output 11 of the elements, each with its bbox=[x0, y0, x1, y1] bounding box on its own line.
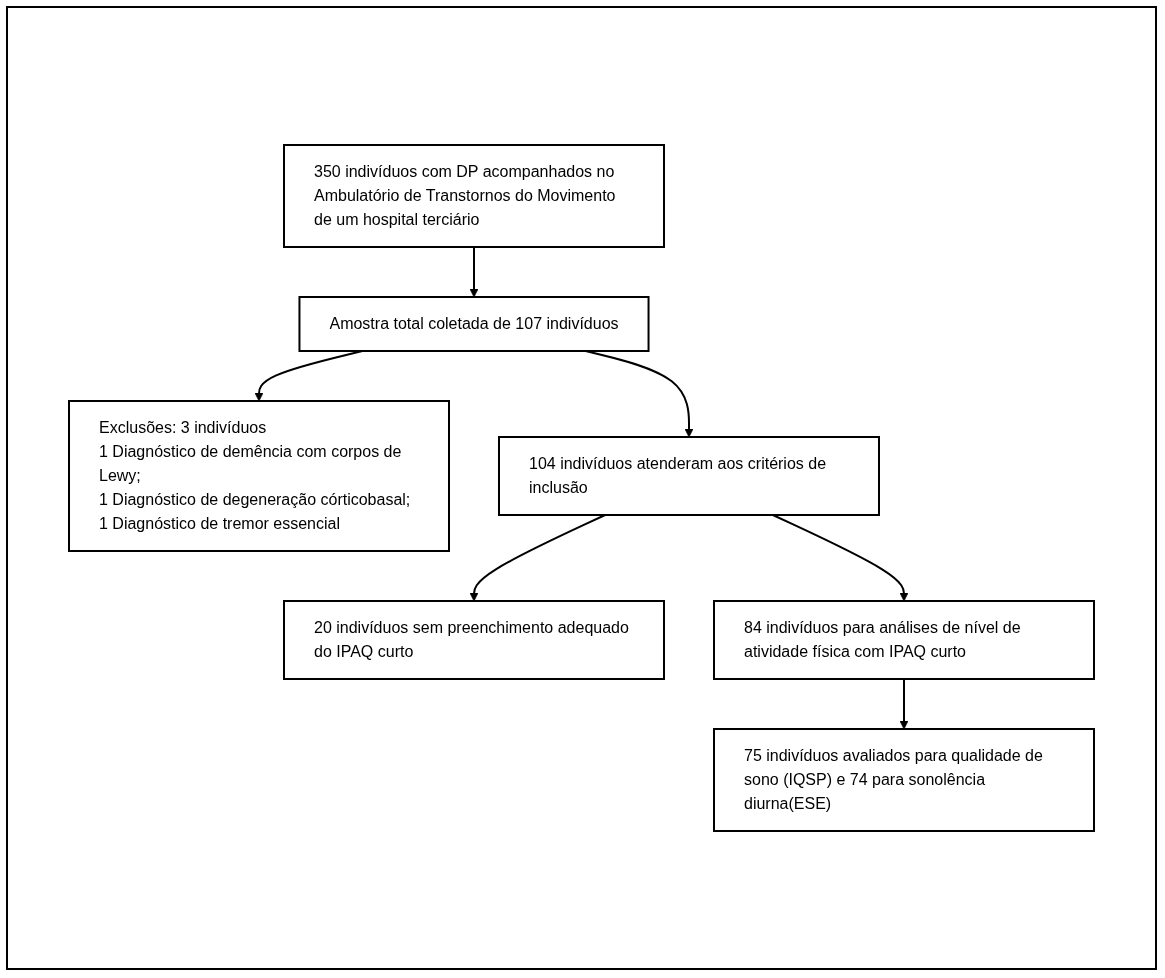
arrow bbox=[899, 678, 909, 730]
arrow bbox=[469, 514, 607, 602]
arrow bbox=[469, 246, 479, 298]
node-box: 75 indivíduos avaliados para qualidade de sono (IQSP) e 74 para sonolência diurna(ESE) bbox=[713, 728, 1095, 832]
node-box: Amostra total coletada de 107 indivíduos bbox=[298, 296, 650, 352]
node-box: 20 indivíduos sem preenchimento adequado do IPAQ curto bbox=[283, 600, 665, 680]
node-box: 350 indivíduos com DP acompanhados no Ambulatório de Transtornos do Movimento de um hospital terciário bbox=[283, 144, 665, 248]
arrow bbox=[771, 514, 909, 602]
node-box: 104 indivíduos atenderam aos critérios de inclusão bbox=[498, 436, 880, 516]
node-box: Exclusões: 3 indivíduos 1 Diagnóstico de demência com corpos de Lewy; 1 Diagnóstico de degeneração córticobasal; 1 Diagnóstico de tremor essencial bbox=[68, 400, 450, 552]
node-box: 84 indivíduos para análises de nível de atividade física com IPAQ curto bbox=[713, 600, 1095, 680]
